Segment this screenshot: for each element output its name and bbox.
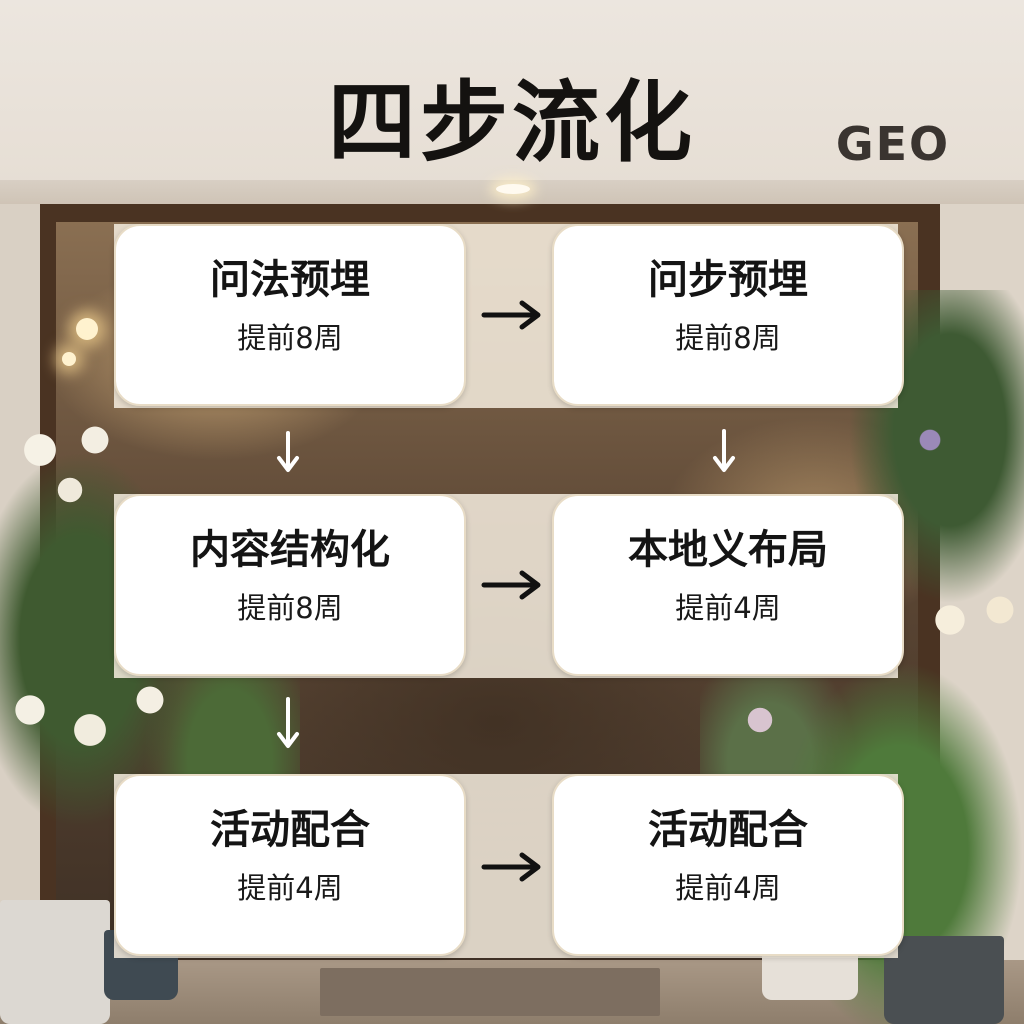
- shop-facade: [0, 0, 1024, 190]
- step-name: 本地义布局: [628, 527, 828, 573]
- brand-sign: GEO: [835, 117, 951, 171]
- arrow-right-icon: [481, 852, 541, 882]
- step-name: 问法预埋: [210, 257, 370, 303]
- step-card: 问步预埋 提前8周: [552, 224, 904, 406]
- arrow-right-icon: [481, 570, 541, 600]
- step-name: 活动配合: [210, 807, 370, 853]
- arrow-down-icon: [277, 697, 299, 748]
- step-lead-time: 提前4周: [675, 871, 781, 905]
- step-card: 问法预埋 提前8周: [114, 224, 466, 406]
- flower-pot: [762, 950, 858, 1000]
- arrow-down-icon: [713, 429, 735, 472]
- door-mat: [320, 968, 660, 1016]
- step-card: 活动配合 提前4周: [114, 774, 466, 956]
- interior-lamp: [62, 352, 76, 366]
- step-card: 活动配合 提前4周: [552, 774, 904, 956]
- step-name: 问步预埋: [648, 257, 808, 303]
- step-name: 活动配合: [648, 807, 808, 853]
- step-lead-time: 提前8周: [237, 321, 343, 355]
- page-title: 四步流化: [327, 71, 696, 174]
- step-card: 本地义布局 提前4周: [552, 494, 904, 676]
- step-lead-time: 提前8周: [675, 321, 781, 355]
- step-lead-time: 提前4周: [675, 591, 781, 625]
- step-card: 内容结构化 提前8周: [114, 494, 466, 676]
- step-name: 内容结构化: [190, 527, 390, 573]
- arrow-right-icon: [481, 300, 541, 330]
- step-lead-time: 提前8周: [237, 591, 343, 625]
- flower-pot: [884, 936, 1004, 1024]
- interior-lamp: [76, 318, 98, 340]
- ceiling-light: [496, 184, 530, 194]
- arrow-down-icon: [277, 431, 299, 472]
- step-lead-time: 提前4周: [237, 871, 343, 905]
- flower-pot: [0, 900, 110, 1024]
